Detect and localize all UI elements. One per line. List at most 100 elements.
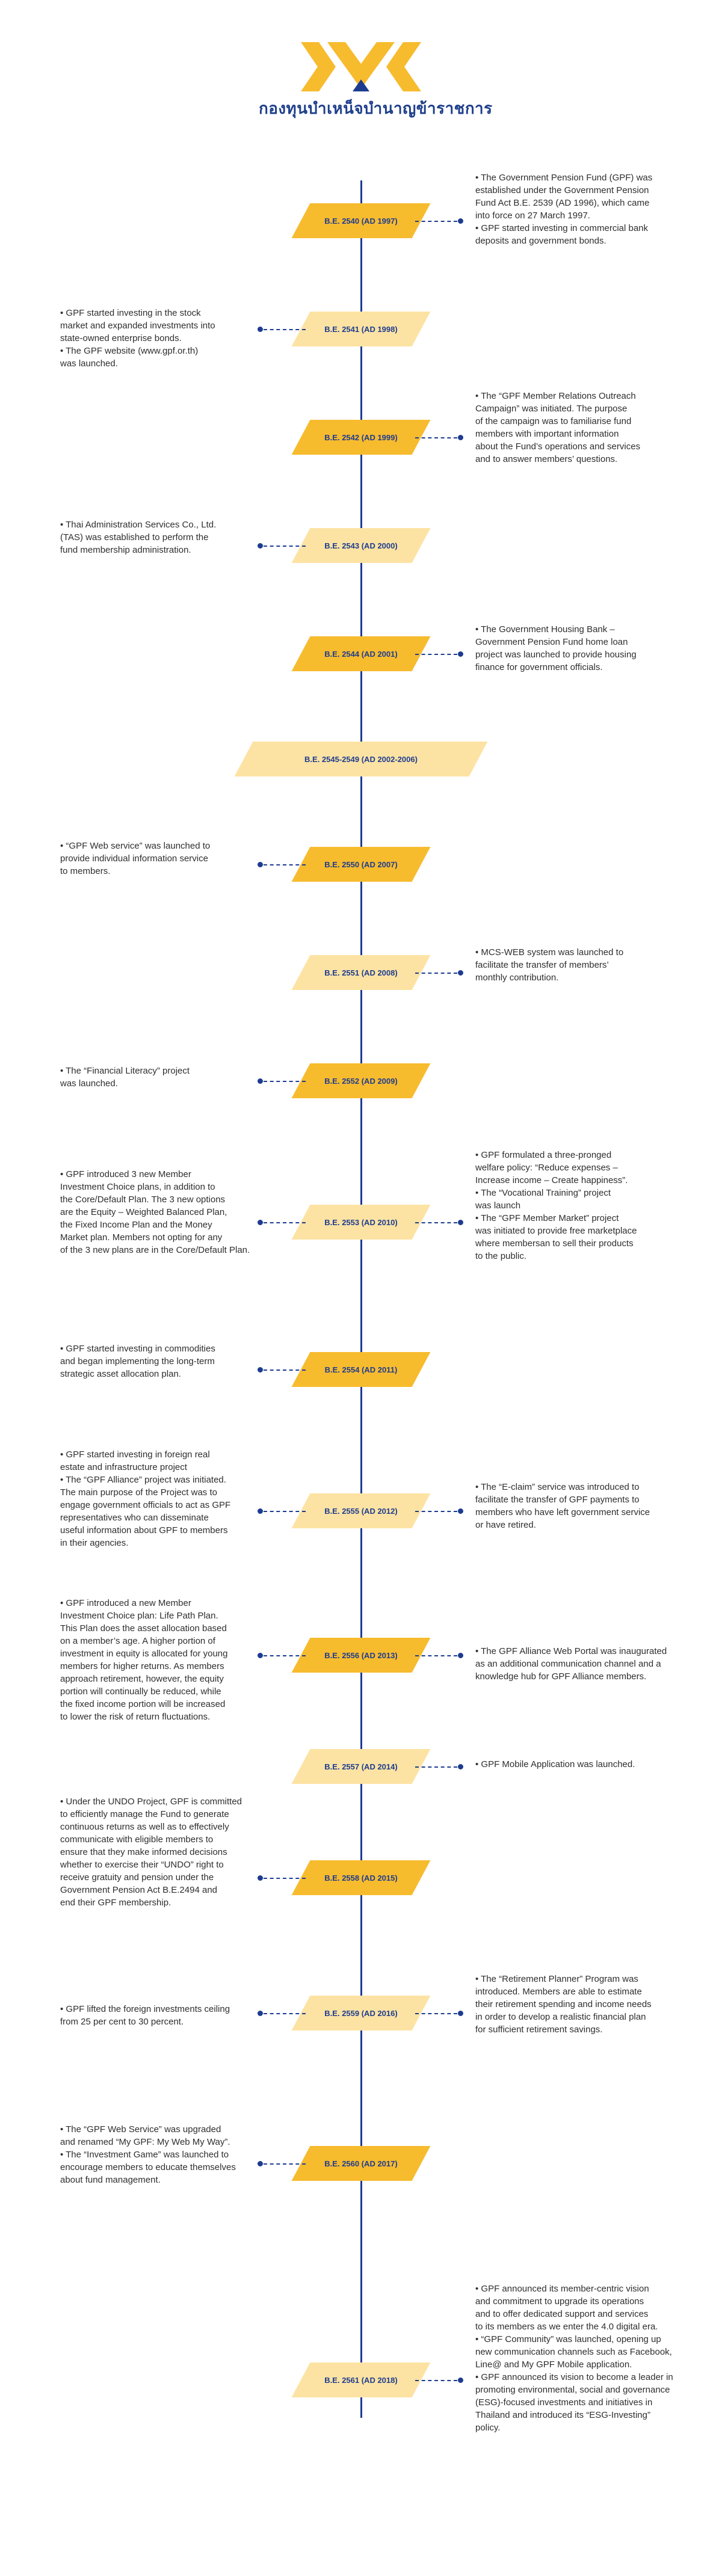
description-line: members with important information: [475, 429, 619, 439]
description-line: of the 3 new plans are in the Core/Defau…: [60, 1245, 250, 1255]
year-badge: B.E. 2542 (AD 1999): [301, 420, 421, 455]
left-connector: [264, 329, 306, 330]
year-badge: B.E. 2550 (AD 2007): [301, 847, 421, 882]
left-connector-dot: [258, 1508, 263, 1514]
left-connector: [264, 1081, 306, 1082]
right-description: • The “Retirement Planner” Program was in…: [475, 1973, 652, 2036]
description-line: Campaign” was initiated. The purpose: [475, 404, 628, 414]
description-line: Government Pension Act B.E.2494 and: [60, 1885, 217, 1895]
description-line: • The “E-claim” service was introduced t…: [475, 1482, 640, 1492]
description-line: monthly contribution.: [475, 973, 559, 983]
description-line: The main purpose of the Project was to: [60, 1487, 217, 1498]
right-connector: [415, 2013, 457, 2014]
description-line: to the public.: [475, 1251, 527, 1261]
description-line: continuous returns as well as to effecti…: [60, 1822, 229, 1832]
description-line: knowledge hub for GPF Alliance members.: [475, 1671, 647, 1682]
right-connector: [415, 1766, 457, 1768]
left-connector: [264, 1222, 306, 1223]
year-label: B.E. 2543 (AD 2000): [324, 541, 398, 550]
year-label: B.E. 2559 (AD 2016): [324, 2008, 398, 2018]
left-connector-dot: [258, 1875, 263, 1881]
description-line: from 25 per cent to 30 percent.: [60, 2017, 184, 2027]
description-line: policy.: [475, 2423, 501, 2433]
description-line: in their agencies.: [60, 1538, 129, 1548]
left-description: • Thai Administration Services Co., Ltd.…: [60, 518, 216, 556]
description-line: end their GPF membership.: [60, 1898, 171, 1908]
left-connector-dot: [258, 1220, 263, 1225]
logo-text: กองทุนบำเหน็จบำนาญข้าราชการ: [259, 100, 493, 118]
description-line: approach retirement, however, the equity: [60, 1674, 224, 1684]
description-line: and began implementing the long-term: [60, 1356, 215, 1366]
description-line: Thailand and introduced its “ESG-Investi…: [475, 2410, 650, 2420]
right-connector-dot: [458, 1764, 463, 1769]
year-badge: B.E. 2551 (AD 2008): [301, 955, 421, 990]
left-connector-dot: [258, 543, 263, 549]
description-line: • “GPF Web service” was launched to: [60, 841, 211, 851]
description-line: members for higher returns. As members: [60, 1661, 224, 1671]
right-connector-dot: [458, 651, 463, 657]
description-line: This Plan does the asset allocation base…: [60, 1623, 227, 1634]
description-line: and renamed “My GPF: My Web My Way”.: [60, 2137, 230, 2147]
description-line: project was launched to provide housing: [475, 650, 637, 660]
description-line: Increase income – Create happiness”.: [475, 1175, 628, 1185]
description-line: whether to exercise their “UNDO” right t…: [60, 1860, 224, 1870]
year-label: B.E. 2561 (AD 2018): [324, 2375, 398, 2385]
description-line: facilitate the transfer of GPF payments …: [475, 1495, 640, 1505]
description-line: facilitate the transfer of members’: [475, 960, 609, 970]
right-connector-dot: [458, 970, 463, 976]
year-label: B.E. 2555 (AD 2012): [324, 1506, 398, 1516]
left-description: • The “GPF Web Service” was upgraded and …: [60, 2123, 236, 2186]
year-badge: B.E. 2541 (AD 1998): [301, 312, 421, 346]
year-badge: B.E. 2558 (AD 2015): [301, 1860, 421, 1895]
year-badge: B.E. 2553 (AD 2010): [301, 1205, 421, 1240]
right-connector: [415, 1222, 457, 1223]
description-line: finance for government officials.: [475, 662, 603, 672]
description-line: market and expanded investments into: [60, 321, 215, 331]
description-line: portion will continually be reduced, whi…: [60, 1686, 221, 1697]
description-line: to lower the risk of return fluctuations…: [60, 1712, 211, 1722]
description-line: • GPF announced its vision to become a l…: [475, 2372, 673, 2382]
year-badge: B.E. 2544 (AD 2001): [301, 636, 421, 671]
description-line: the Fixed Income Plan and the Money: [60, 1220, 212, 1230]
description-line: Market plan. Members not opting for any: [60, 1232, 223, 1243]
description-line: • MCS-WEB system was launched to: [475, 947, 624, 958]
right-description: • GPF Mobile Application was launched.: [475, 1758, 635, 1771]
description-line: Fund Act B.E. 2539 (AD 1996), which came: [475, 198, 650, 208]
left-connector: [264, 546, 306, 547]
left-connector-dot: [258, 862, 263, 867]
left-connector: [264, 1511, 306, 1512]
right-connector: [415, 2380, 457, 2381]
description-line: • The “GPF Web Service” was upgraded: [60, 2124, 221, 2135]
year-label: B.E. 2560 (AD 2017): [324, 2159, 398, 2168]
description-line: • The “Investment Game” was launched to: [60, 2150, 229, 2160]
description-line: welfare policy: “Reduce expenses –: [475, 1163, 618, 1173]
year-badge: B.E. 2556 (AD 2013): [301, 1638, 421, 1673]
right-connector: [415, 221, 457, 222]
description-line: • The GPF Alliance Web Portal was inaugu…: [475, 1646, 667, 1656]
description-line: for sufficient retirement savings.: [475, 2024, 603, 2035]
year-label: B.E. 2540 (AD 1997): [324, 216, 398, 226]
description-line: members who have left government service: [475, 1507, 650, 1517]
right-connector-dot: [458, 435, 463, 440]
description-line: • “GPF Community” was launched, opening …: [475, 2334, 661, 2344]
description-line: introduced. Members are able to estimate: [475, 1987, 642, 1997]
description-line: their retirement spending and income nee…: [475, 1999, 652, 2009]
description-line: as an additional communication channel a…: [475, 1659, 661, 1669]
right-description: • GPF announced its member-centric visio…: [475, 2282, 673, 2434]
year-label: B.E. 2557 (AD 2014): [324, 1762, 398, 1771]
year-label: B.E. 2552 (AD 2009): [324, 1076, 398, 1086]
description-line: • The “Retirement Planner” Program was: [475, 1974, 638, 1984]
year-label: B.E. 2544 (AD 2001): [324, 649, 398, 659]
description-line: • GPF started investing in commodities: [60, 1344, 215, 1354]
gpf-logo-mark-icon: [301, 42, 421, 91]
right-connector-dot: [458, 2378, 463, 2383]
description-line: and to answer members’ questions.: [475, 454, 618, 464]
description-line: communicate with eligible members to: [60, 1834, 214, 1845]
description-line: • GPF Mobile Application was launched.: [475, 1759, 635, 1769]
year-badge: B.E. 2561 (AD 2018): [301, 2362, 421, 2397]
description-line: Line@ and My GPF Mobile application.: [475, 2359, 632, 2370]
right-connector-dot: [458, 218, 463, 224]
